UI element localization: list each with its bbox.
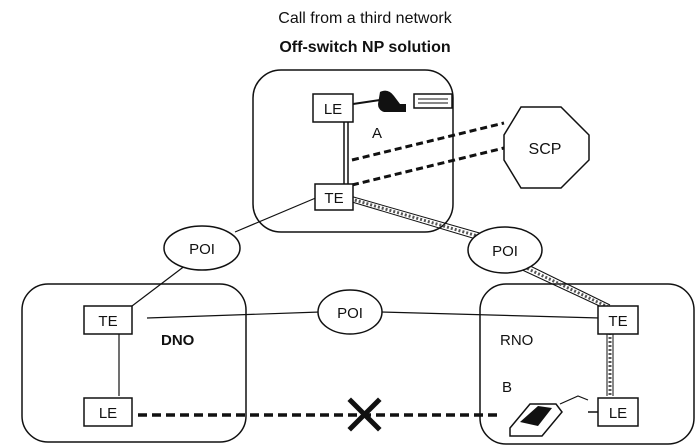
te-dno-box	[83, 305, 133, 335]
scp-label: SCP	[529, 141, 562, 158]
le-top-box	[312, 93, 354, 123]
signalling-line-lower	[351, 146, 505, 187]
te-rno-box	[597, 305, 639, 335]
te-top-label: TE	[324, 190, 343, 207]
label-b: B	[502, 379, 512, 396]
poi-middle-ellipse	[317, 289, 383, 335]
te-rno-label: TE	[608, 313, 627, 330]
label-rno: RNO	[500, 332, 533, 349]
le-rno-box	[597, 397, 639, 427]
le-top-label: LE	[324, 101, 342, 118]
label-dno: DNO	[161, 332, 195, 349]
poi-left-label: POI	[189, 241, 215, 258]
poi-right-label: POI	[492, 243, 518, 260]
te-top-box	[314, 183, 354, 211]
link-poi-left-te-dno	[131, 261, 191, 307]
te-dno-label: TE	[98, 313, 117, 330]
scp-octagon	[503, 106, 590, 189]
le-rno-label: LE	[609, 405, 627, 422]
third-network-boundary	[252, 69, 454, 233]
label-a: A	[372, 125, 382, 142]
link-poi-middle-te-rno	[379, 311, 601, 319]
telephone-icon	[352, 90, 453, 112]
routed-call-path	[349, 195, 614, 396]
diagram-subtitle: Off-switch NP solution	[279, 39, 450, 56]
le-dno-label: LE	[99, 405, 117, 422]
poi-left-ellipse	[163, 225, 241, 271]
le-dno-box	[83, 397, 133, 427]
x-mark-icon	[347, 397, 382, 432]
link-te-dno-poi-middle	[146, 311, 321, 319]
rno-network-boundary	[479, 283, 695, 445]
poi-right-ellipse	[467, 226, 543, 274]
diagram-title: Call from a third network	[278, 10, 452, 27]
telephone-icon	[509, 395, 598, 437]
dno-network-boundary	[21, 283, 247, 443]
signalling-line-upper	[351, 121, 505, 162]
link-te-top-poi-left	[234, 196, 319, 233]
poi-middle-label: POI	[337, 305, 363, 322]
